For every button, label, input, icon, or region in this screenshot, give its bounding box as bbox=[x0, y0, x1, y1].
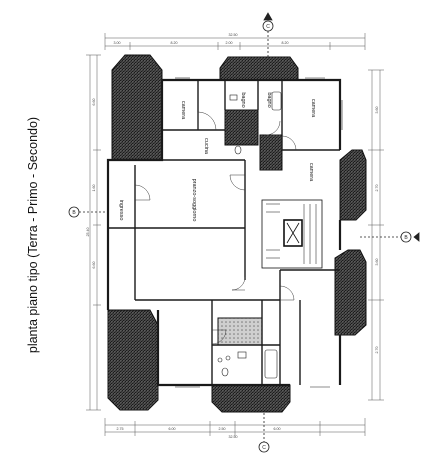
balcony-top-center bbox=[219, 56, 299, 81]
dim-bottom-seg-2: 6.00 bbox=[169, 427, 176, 431]
section-marker-left-label: B bbox=[72, 210, 76, 216]
bathroom-fixtures bbox=[217, 91, 282, 379]
balcony-right-lower bbox=[334, 249, 367, 336]
dim-right-seg-3: 3.60 bbox=[375, 259, 379, 266]
stair-hatch-bottom bbox=[217, 317, 263, 346]
room-label-ingresso: ingresso bbox=[118, 200, 124, 221]
stove-icon-2 bbox=[225, 355, 231, 361]
dim-top-seg-2: 8.20 bbox=[171, 41, 178, 45]
toilet-bottom-icon bbox=[221, 367, 229, 377]
sheet-title: planta piano tipo (Terra - Primo - Secon… bbox=[26, 116, 40, 354]
section-marker-right: B bbox=[360, 231, 420, 243]
dim-bottom-seg-1: 2.75 bbox=[117, 427, 124, 431]
room-label-cucina: cucina bbox=[203, 138, 209, 155]
stove-icon bbox=[217, 357, 223, 363]
balcony-mid-right bbox=[259, 134, 283, 171]
dim-top-total: 32.50 bbox=[229, 33, 238, 37]
section-marker-top: C bbox=[262, 12, 274, 58]
dim-bottom-total: 32.50 bbox=[229, 435, 238, 439]
room-label-camera-2: camera bbox=[310, 99, 316, 118]
bathtub-icon bbox=[271, 91, 282, 111]
dim-left-seg-1: 6.60 bbox=[92, 99, 96, 106]
section-marker-right-label: B bbox=[404, 235, 408, 241]
room-label-bagno-1: bagno bbox=[240, 92, 246, 107]
dimension-lines bbox=[86, 33, 384, 436]
balcony-mid-left bbox=[224, 109, 259, 146]
dim-bottom-seg-3: 2.50 bbox=[219, 427, 226, 431]
door-swings bbox=[134, 111, 297, 345]
section-markers: C C B B bbox=[68, 12, 420, 453]
dim-left-seg-2: 1.60 bbox=[92, 185, 96, 192]
room-label-camera-1: camera bbox=[180, 101, 186, 120]
dim-top-seg-1: 3.00 bbox=[114, 41, 121, 45]
balcony-right-upper bbox=[339, 149, 367, 221]
room-label-bagno-2: bagno bbox=[266, 92, 272, 107]
balconies bbox=[107, 54, 367, 413]
dim-top-seg-3: 2.00 bbox=[226, 41, 233, 45]
dim-left-total: 25.40 bbox=[86, 228, 90, 237]
balcony-bottom-left bbox=[107, 309, 159, 411]
dim-right-seg-2: 2.70 bbox=[375, 185, 379, 192]
dim-left-seg-3: 6.60 bbox=[92, 262, 96, 269]
bathtub-bottom-icon bbox=[264, 349, 278, 379]
dim-right-seg-1: 3.60 bbox=[375, 107, 379, 114]
dim-right-seg-4: 2.70 bbox=[375, 347, 379, 354]
outer-wall bbox=[106, 78, 342, 387]
section-marker-bottom-label: C bbox=[262, 445, 266, 451]
section-marker-left: B bbox=[68, 206, 105, 218]
dimension-labels: 32.50 3.00 8.20 2.00 8.20 32.50 2.75 6.0… bbox=[86, 33, 379, 439]
section-marker-bottom: C bbox=[258, 405, 270, 453]
room-label-camera-3: camera bbox=[308, 163, 314, 182]
sink-icon bbox=[229, 94, 238, 101]
balcony-bottom-center bbox=[211, 384, 291, 413]
walls bbox=[106, 77, 343, 388]
room-label-salone: pranzo-soggiorno bbox=[191, 179, 197, 222]
stair-core bbox=[261, 199, 323, 269]
balcony-top-left bbox=[111, 54, 163, 161]
sink-bottom-icon bbox=[237, 351, 247, 359]
dim-top-seg-4: 8.20 bbox=[282, 41, 289, 45]
room-labels: camera bagno bagno camera cucina camera … bbox=[118, 92, 316, 221]
section-marker-top-label: C bbox=[266, 24, 270, 30]
toilet-icon bbox=[234, 145, 242, 155]
dim-bottom-seg-4: 6.00 bbox=[274, 427, 281, 431]
